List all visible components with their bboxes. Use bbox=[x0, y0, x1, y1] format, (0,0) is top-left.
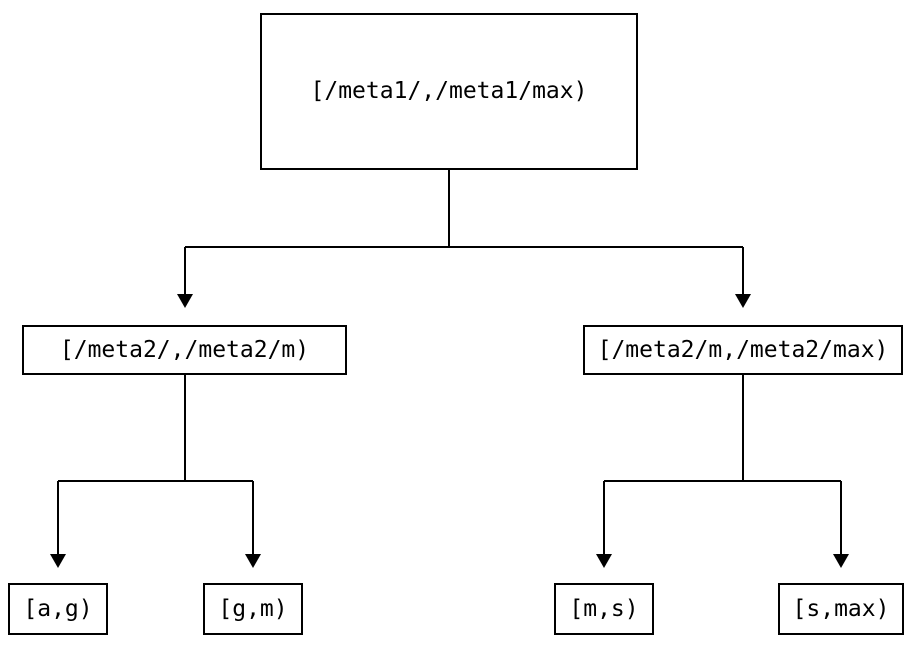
edge-left-children bbox=[50, 375, 261, 568]
node-leaf-m-s: [m,s) bbox=[554, 583, 654, 635]
node-meta2-upper: [/meta2/m,/meta2/max) bbox=[583, 325, 903, 375]
arrow-down-icon bbox=[245, 554, 261, 568]
node-meta2-lower: [/meta2/,/meta2/m) bbox=[22, 325, 347, 375]
arrow-down-icon bbox=[596, 554, 612, 568]
arrow-down-icon bbox=[833, 554, 849, 568]
node-leaf-a-g: [a,g) bbox=[8, 583, 108, 635]
edge-right-children bbox=[596, 375, 849, 568]
arrow-down-icon bbox=[177, 294, 193, 308]
arrow-down-icon bbox=[735, 294, 751, 308]
edge-root-children bbox=[177, 170, 751, 308]
node-leaf-g-m: [g,m) bbox=[203, 583, 303, 635]
node-root-meta1: [/meta1/,/meta1/max) bbox=[260, 13, 638, 170]
arrow-down-icon bbox=[50, 554, 66, 568]
node-leaf-s-max: [s,max) bbox=[778, 583, 904, 635]
